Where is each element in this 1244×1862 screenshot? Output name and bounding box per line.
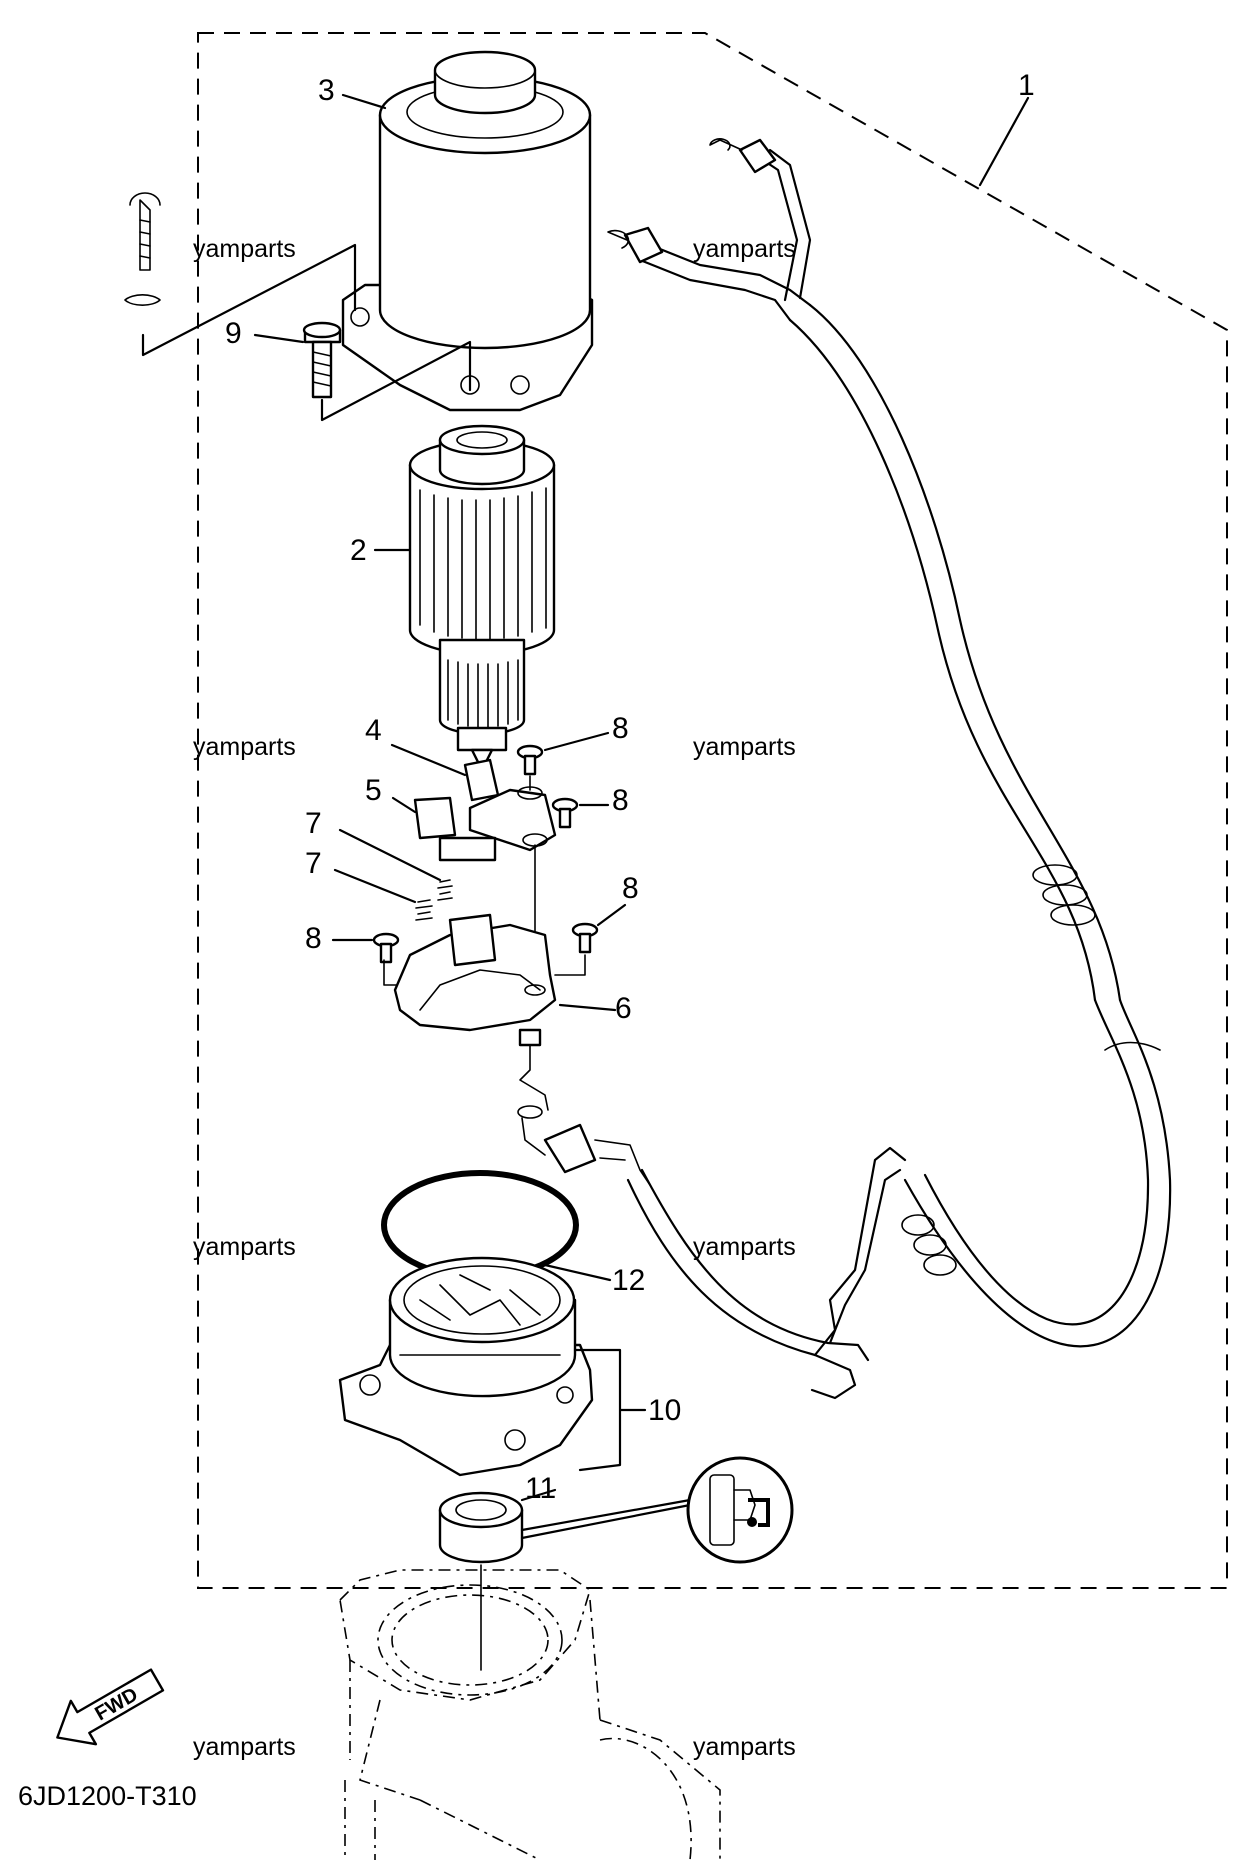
leader-10	[573, 1348, 647, 1472]
leader-11	[520, 1488, 557, 1502]
callout-7a: 7	[305, 807, 322, 840]
leader-1	[978, 96, 1030, 187]
grease-pointer	[520, 1498, 692, 1540]
leader-5	[391, 796, 417, 814]
callout-3: 3	[318, 74, 335, 107]
lead-wire	[517, 1028, 651, 1186]
callout-9: 9	[225, 317, 242, 350]
callout-5: 5	[365, 774, 382, 807]
leader-4	[390, 743, 467, 777]
watermark: yamparts	[693, 1733, 796, 1761]
armature	[408, 424, 556, 772]
grease-symbol-icon	[686, 1456, 794, 1564]
callout-1: 1	[1018, 69, 1035, 102]
callout-11: 11	[525, 1472, 556, 1505]
diagram-code: 6JD1200-T310	[18, 1781, 197, 1811]
yoke-bolt-guide-upper	[141, 243, 357, 357]
watermark: yamparts	[693, 235, 796, 263]
callout-4: 4	[365, 714, 382, 747]
brush-5	[413, 796, 497, 862]
leader-9	[253, 333, 305, 344]
screw-8-left	[372, 932, 400, 964]
screw-8-lower-right	[571, 922, 599, 954]
watermark: yamparts	[193, 235, 296, 263]
bearing	[438, 1491, 524, 1564]
leader-7b	[333, 868, 417, 904]
watermark: yamparts	[193, 1733, 296, 1761]
assembly-boundary	[197, 32, 1228, 1589]
brush-plate	[468, 786, 557, 852]
motor-yoke	[341, 50, 594, 412]
spring-7-a	[437, 879, 453, 901]
yoke-bolt-guide-lower	[320, 340, 472, 422]
watermark: yamparts	[693, 1233, 796, 1261]
leader-8d	[596, 903, 627, 927]
screw-8-right	[551, 797, 579, 829]
leader-6	[558, 1003, 617, 1012]
callout-6: 6	[615, 992, 632, 1025]
callout-7b: 7	[305, 847, 322, 880]
leader-12	[543, 1263, 612, 1282]
callout-12: 12	[612, 1264, 645, 1297]
gearbox-reference-outline	[339, 1569, 721, 1861]
watermark: yamparts	[193, 1233, 296, 1261]
watermark: yamparts	[693, 733, 796, 761]
screw-8-lower-guide	[554, 954, 586, 976]
callout-8d: 8	[622, 872, 639, 905]
brush-holder	[393, 913, 557, 1032]
screw-8-top	[516, 744, 544, 776]
callout-10: 10	[648, 1394, 681, 1427]
leader-3	[341, 93, 387, 110]
callout-8a: 8	[612, 712, 629, 745]
leader-7a	[338, 828, 442, 882]
fwd-arrow-icon: FWD	[56, 1668, 165, 1746]
callout-8b: 8	[612, 784, 629, 817]
leader-8a	[543, 731, 610, 752]
bolt-set-icon	[124, 192, 161, 306]
cable-assembly	[607, 138, 1172, 1400]
callout-8c: 8	[305, 922, 322, 955]
watermark: yamparts	[193, 733, 296, 761]
spring-7-b	[415, 899, 433, 921]
lower-housing	[338, 1256, 594, 1477]
callout-2: 2	[350, 534, 367, 567]
bolt-9	[302, 321, 342, 399]
brush-4	[463, 758, 500, 802]
